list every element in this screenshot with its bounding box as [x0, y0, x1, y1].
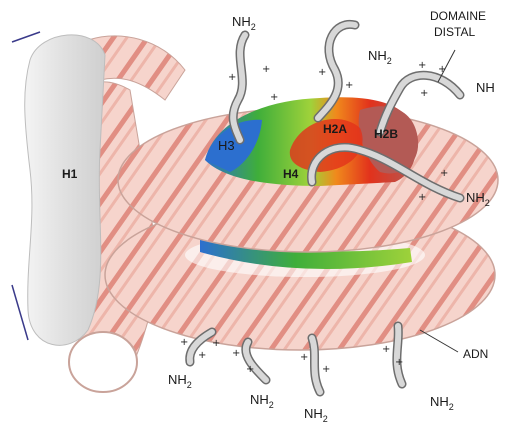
svg-text:+: + — [212, 338, 220, 349]
svg-text:+: + — [322, 364, 330, 375]
svg-text:+: + — [438, 64, 446, 75]
label-h2a: H2A — [323, 122, 347, 136]
label-h4: H4 — [283, 167, 299, 181]
svg-text:+: + — [382, 344, 390, 355]
adn-pointer — [420, 330, 458, 352]
label-h2b: H2B — [374, 127, 398, 141]
svg-text:+: + — [345, 80, 353, 91]
label-h3: H3 — [218, 138, 235, 153]
tail-bottom-4 — [397, 326, 402, 384]
label-nh2-bottom-2: NH2 — [250, 392, 274, 410]
dna-tube-end — [69, 332, 137, 392]
label-nh-right: NH — [476, 80, 495, 95]
svg-text:+: + — [198, 350, 206, 361]
svg-text:+: + — [270, 92, 278, 103]
label-domaine: DOMAINE — [430, 9, 486, 23]
label-h1: H1 — [62, 167, 78, 181]
label-adn: ADN — [463, 347, 488, 361]
label-nh2-top-center: NH2 — [368, 48, 392, 66]
label-nh2-bottom-1: NH2 — [168, 372, 192, 390]
svg-text:+: + — [180, 337, 188, 348]
svg-text:+: + — [228, 72, 236, 83]
svg-text:+: + — [300, 352, 308, 363]
svg-text:+: + — [395, 357, 403, 368]
label-nh2-bottom-4: NH2 — [430, 394, 454, 412]
svg-text:+: + — [440, 168, 448, 179]
label-nh2-top-left: NH2 — [232, 14, 256, 32]
svg-text:+: + — [420, 88, 428, 99]
label-distal: DISTAL — [434, 25, 475, 39]
svg-text:+: + — [262, 64, 270, 75]
svg-text:+: + — [232, 348, 240, 359]
svg-text:+: + — [418, 192, 426, 203]
svg-text:+: + — [318, 67, 326, 78]
h1-histone — [25, 35, 105, 345]
svg-text:+: + — [246, 364, 254, 375]
svg-text:+: + — [418, 60, 426, 71]
label-nh2-bottom-3: NH2 — [304, 406, 328, 424]
